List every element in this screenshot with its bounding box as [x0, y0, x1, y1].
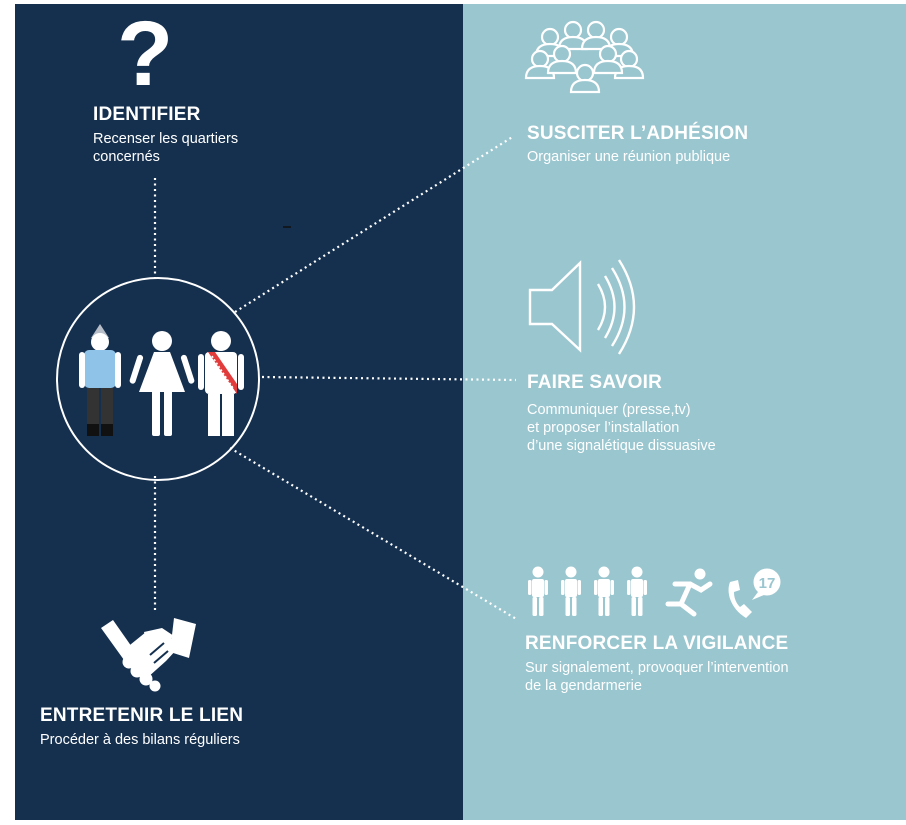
- inform-description: Communiquer (presse,tv) et proposer l’in…: [527, 402, 716, 454]
- maintain-description: Procéder à des bilans réguliers: [40, 732, 240, 748]
- connector-engage: [234, 135, 515, 313]
- vigilance-title: RENFORCER LA VIGILANCE: [525, 633, 789, 654]
- connectors: [153, 135, 519, 621]
- question-mark-icon: ?: [117, 3, 174, 105]
- handshake-icon: [101, 618, 196, 692]
- speaker-icon: [528, 259, 636, 355]
- maintain-title: ENTRETENIR LE LIEN: [40, 705, 244, 726]
- phone-17-icon: 17: [728, 568, 781, 618]
- inform-title: FAIRE SAVOIR: [527, 372, 663, 393]
- center-people-icon: [56, 277, 260, 481]
- mayor-figure-icon: [198, 331, 244, 436]
- center-circle: [56, 277, 260, 481]
- gendarme-figure-icon: [79, 324, 121, 436]
- woman-figure-icon: [129, 331, 195, 436]
- engage-title: SUSCITER L’ADHÉSION: [527, 123, 749, 144]
- vigilance-description: Sur signalement, provoquer l’interventio…: [525, 660, 789, 694]
- connector-vigilance: [229, 447, 519, 621]
- engage-description: Organiser une réunion publique: [527, 149, 731, 165]
- identify-description: Recenser les quartiers concernés: [93, 131, 239, 165]
- crowd-icon: [524, 20, 645, 94]
- runner-icon: [665, 568, 713, 617]
- right-panel: [463, 4, 906, 820]
- identify-title: IDENTIFIER: [93, 104, 201, 125]
- neighbors-icon: [528, 566, 647, 616]
- connector-inform: [261, 375, 517, 382]
- phone-number-label: 17: [759, 575, 776, 592]
